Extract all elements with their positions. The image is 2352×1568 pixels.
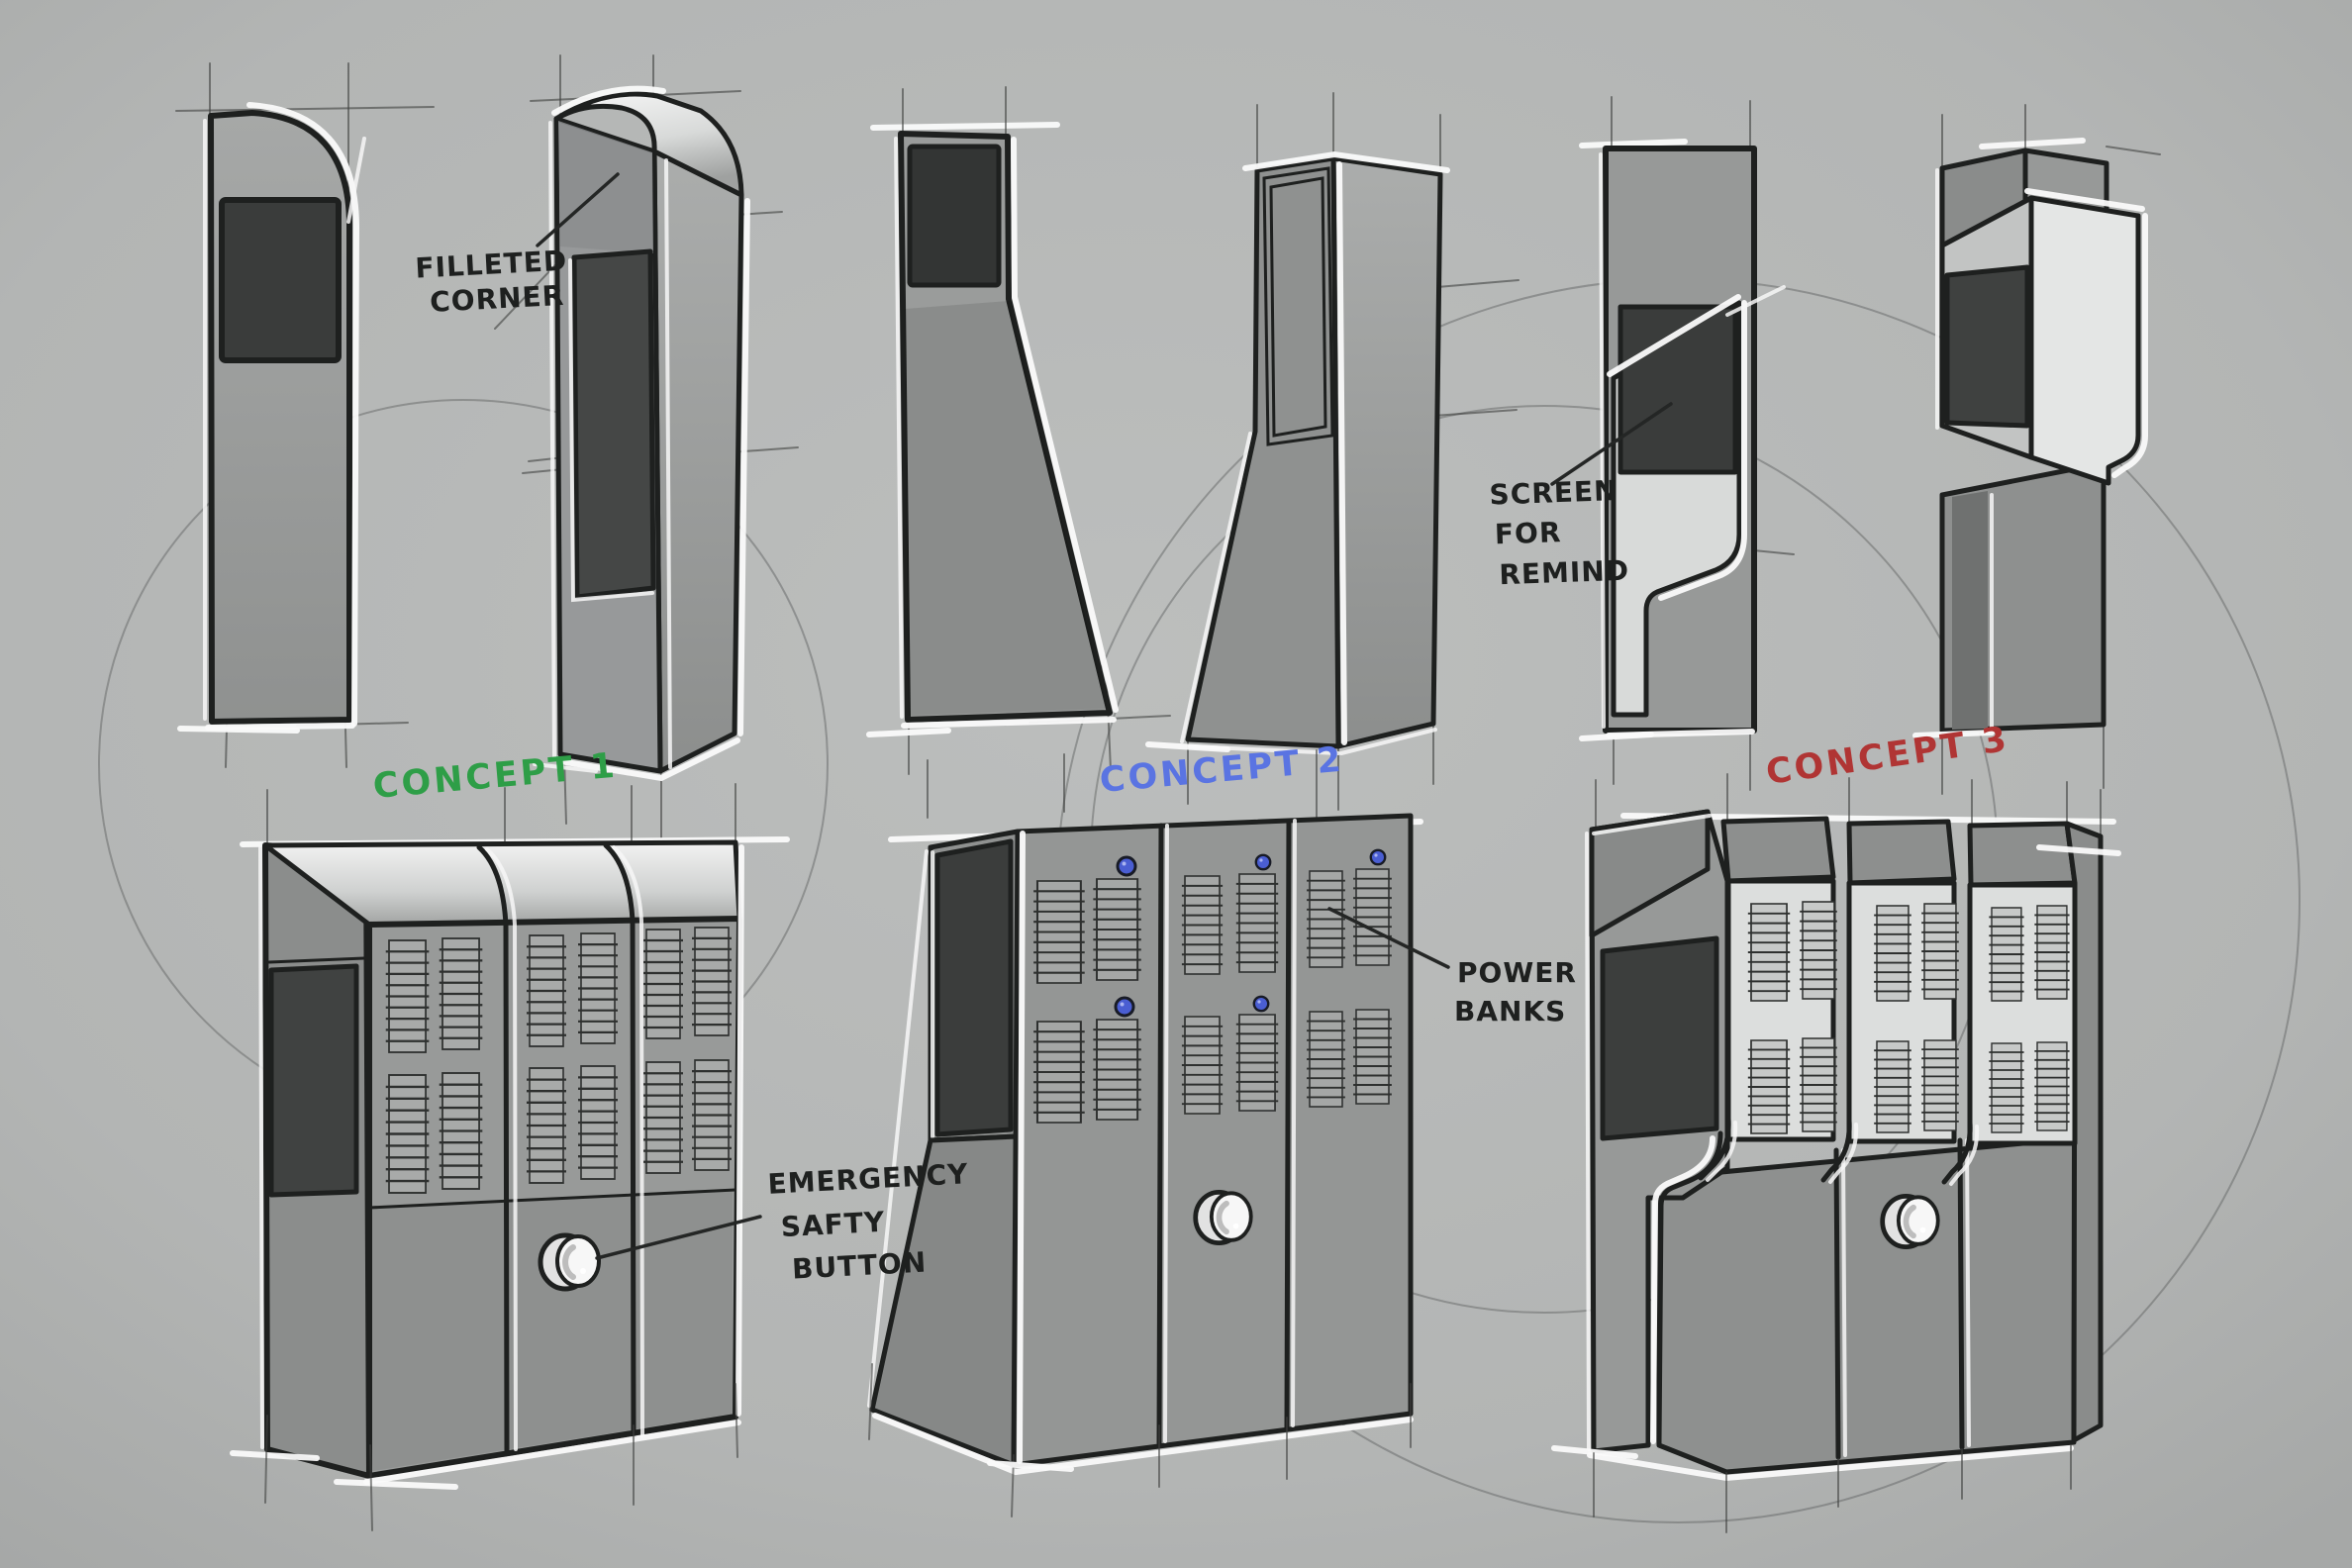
emergency-button — [540, 1235, 599, 1289]
annotation-text: FOR — [1494, 516, 1562, 550]
emergency-button — [1196, 1192, 1251, 1242]
bay-seam — [476, 844, 510, 1454]
roof-block — [1967, 821, 2078, 888]
annotation-text: BUTTON — [791, 1246, 928, 1286]
roof-block — [1846, 819, 1957, 886]
kiosk-screen — [1269, 176, 1327, 438]
concept1-front-view-sketch — [175, 62, 435, 768]
annotation-emergency-safety-button: EMERGENCY SAFTY BUTTON — [767, 1157, 969, 1286]
bay-seam — [603, 842, 637, 1440]
emergency-button — [1883, 1196, 1938, 1246]
annotation-text: SAFTY — [780, 1206, 886, 1243]
concept3-perspective-view-sketch — [1912, 104, 2161, 795]
leader-line-screen-for-remind — [1550, 402, 1673, 486]
annotation-power-banks: POWER BANKS — [1454, 956, 1577, 1028]
concept3-cabinet-sketch — [1551, 773, 2121, 1533]
kiosk-front-face — [1185, 155, 1341, 749]
bay-seam — [1833, 1147, 1841, 1460]
annotation-text: CORNER — [429, 279, 565, 319]
kiosk-screen — [219, 197, 342, 363]
kiosk-screen — [571, 248, 656, 600]
leader-line-filleted-corner — [536, 172, 620, 247]
leader-line-emergency-button — [595, 1215, 762, 1260]
concept1-cabinet-sketch — [230, 783, 790, 1531]
concept3-front-view-sketch — [1579, 96, 1795, 791]
annotation-text: SCREEN — [1489, 474, 1618, 512]
annotation-text: REMIND — [1499, 554, 1630, 592]
kiosk-side-face — [1330, 155, 1443, 749]
bay-seam — [1156, 823, 1164, 1446]
leader-line-power-banks — [1327, 907, 1450, 969]
annotation-text: POWER — [1457, 956, 1577, 989]
annotation-filleted-corner: FILLETED CORNER — [415, 245, 568, 319]
bay-seam — [1957, 1137, 1965, 1450]
screen-frame — [1262, 166, 1334, 446]
roof-block — [1720, 816, 1836, 884]
concept2-front-view-sketch — [866, 86, 1171, 775]
side-screen — [934, 838, 1014, 1137]
kiosk-screen — [1944, 264, 2030, 429]
wrap-panel-front — [2028, 195, 2141, 486]
annotation-text: BANKS — [1454, 995, 1566, 1028]
concept2-cabinet-sketch — [867, 749, 1423, 1518]
side-screen — [1600, 935, 1719, 1141]
left-tower-roof — [1589, 809, 1711, 938]
tower-swoosh — [1656, 1130, 1723, 1446]
bay-seam — [1284, 818, 1292, 1430]
concept2-perspective-view-sketch — [1145, 92, 1519, 811]
kiosk-screen — [907, 144, 1002, 288]
annotation-text: FILLETED — [415, 245, 568, 285]
lower-bays — [1656, 1135, 2078, 1475]
side-screen — [268, 963, 359, 1198]
annotation-screen-for-remind: SCREEN FOR REMIND — [1489, 474, 1630, 592]
